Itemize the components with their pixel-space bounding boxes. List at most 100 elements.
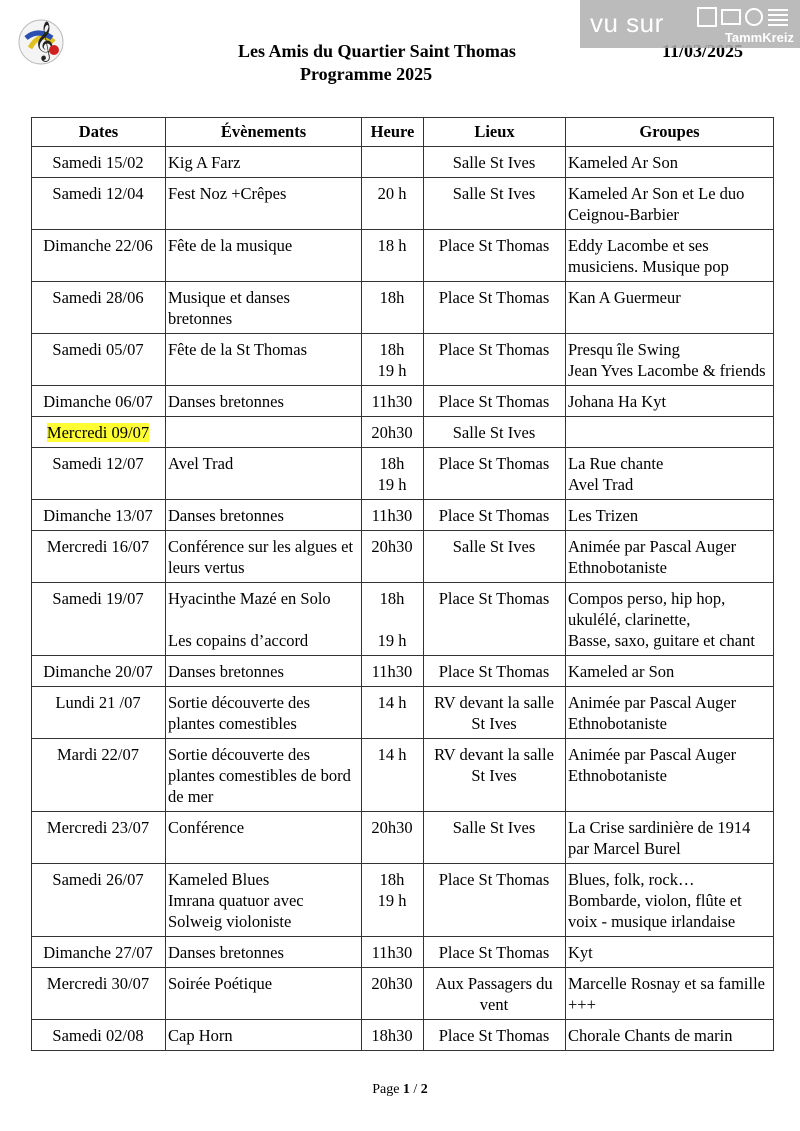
watermark-text: vu sur (590, 8, 664, 38)
event-hour: 18h 19 h (377, 589, 407, 650)
event-hour: 18h (379, 288, 405, 307)
event-date-cell: Mercredi 09/07 (31, 416, 166, 448)
table-row: Samedi 02/08 Cap Horn 18h30 Place St Thomas… (31, 1019, 774, 1051)
event-groups-cell: Kan A Guermeur (565, 281, 774, 334)
event-place-cell: RV devant la salle St Ives (423, 738, 566, 812)
event-place-cell: Place St Thomas (423, 1019, 566, 1051)
document-subtitle: Programme 2025 (300, 64, 433, 84)
event-groups-cell: La Rue chante Avel Trad (565, 447, 774, 500)
event-date-cell: Dimanche 06/07 (31, 385, 166, 417)
event-groups-cell: Johana Ha Kyt (565, 385, 774, 417)
event-date-cell: Samedi 12/07 (31, 447, 166, 500)
event-hour: 18h 19 h (377, 870, 407, 910)
event-place: Place St Thomas (438, 589, 550, 608)
column-header-dates: Dates (31, 117, 166, 147)
event-name: Conférence sur les algues et leurs vertu… (168, 537, 354, 577)
event-hour-cell: 18h 19 h (361, 863, 424, 937)
event-place-cell: Salle St Ives (423, 530, 566, 583)
event-hour-cell: 14 h (361, 686, 424, 739)
event-date: Samedi 12/07 (52, 454, 144, 473)
event-date-cell: Samedi 15/02 (31, 146, 166, 178)
event-name-cell: Soirée Poétique (165, 967, 362, 1020)
event-groups: Animée par Pascal Auger Ethnobotaniste (568, 745, 737, 785)
event-date-cell: Mardi 22/07 (31, 738, 166, 812)
event-hour-cell: 20h30 (361, 967, 424, 1020)
event-place-cell: Salle St Ives (423, 811, 566, 864)
event-place-cell: Place St Thomas (423, 333, 566, 386)
event-name: Sortie découverte des plantes comestible… (168, 693, 311, 733)
table-header-row: Dates Évènements Heure Lieux Groupes (31, 117, 774, 147)
column-header-groups: Groupes (565, 117, 774, 147)
page-footer: Page 1 / 2 (0, 1082, 800, 1098)
event-hour: 20h30 (371, 818, 413, 837)
page-total: 2 (420, 1082, 428, 1097)
association-logo: 𝄞 (12, 8, 70, 70)
programme-table: Dates Évènements Heure Lieux Groupes Sam… (31, 117, 774, 1051)
event-hour-cell: 20 h (361, 177, 424, 230)
event-name-cell: Danses bretonnes (165, 655, 362, 687)
event-place-cell: Salle St Ives (423, 416, 566, 448)
event-name-cell: Danses bretonnes (165, 385, 362, 417)
event-hour: 11h30 (371, 392, 413, 411)
event-date: Samedi 02/08 (52, 1026, 144, 1045)
event-name-cell: Sortie découverte des plantes comestible… (165, 686, 362, 739)
event-groups: Presqu île Swing Jean Yves Lacombe & fri… (568, 340, 766, 380)
event-hour-cell: 11h30 (361, 499, 424, 531)
event-groups: Marcelle Rosnay et sa famille +++ (568, 974, 766, 1014)
event-place-cell: RV devant la salle St Ives (423, 686, 566, 739)
event-place-cell: Place St Thomas (423, 385, 566, 417)
event-name: Sortie découverte des plantes comestible… (168, 745, 351, 806)
column-header-places: Lieux (423, 117, 566, 147)
event-place: Aux Passagers du vent (435, 974, 553, 1014)
event-name: Soirée Poétique (168, 974, 273, 993)
event-hour-cell: 20h30 (361, 530, 424, 583)
event-hour: 20h30 (371, 974, 413, 993)
event-place: RV devant la salle St Ives (434, 745, 554, 785)
event-place: Place St Thomas (438, 662, 550, 681)
event-name-cell: Musique et danses bretonnes (165, 281, 362, 334)
event-name-cell: Kig A Farz (165, 146, 362, 178)
event-groups: La Crise sardinière de 1914 par Marcel B… (568, 818, 751, 858)
event-date: Mardi 22/07 (56, 745, 140, 764)
event-name: Kig A Farz (168, 153, 241, 172)
page-label: Page (372, 1082, 403, 1097)
event-hour-cell (361, 146, 424, 178)
event-place: Salle St Ives (452, 537, 536, 556)
event-place: Salle St Ives (452, 153, 536, 172)
event-hour: 18h 19 h (377, 454, 407, 494)
event-hour-cell: 18 h (361, 229, 424, 282)
event-groups: Chorale Chants de marin (568, 1026, 733, 1045)
page-separator: / (409, 1082, 421, 1097)
event-date: Mercredi 16/07 (46, 537, 150, 556)
event-place-cell: Place St Thomas (423, 447, 566, 500)
event-name: Musique et danses bretonnes (168, 288, 290, 328)
event-name-cell: Hyacinthe Mazé en Solo Les copains d’acc… (165, 582, 362, 656)
column-header-hour: Heure (361, 117, 424, 147)
document-title: Les Amis du Quartier Saint Thomas (238, 41, 516, 61)
event-date-cell: Samedi 26/07 (31, 863, 166, 937)
event-name: Cap Horn (168, 1026, 233, 1045)
event-date-cell: Dimanche 27/07 (31, 936, 166, 968)
event-place: Place St Thomas (438, 288, 550, 307)
event-hour: 18h30 (371, 1026, 413, 1045)
event-name: Avel Trad (168, 454, 234, 473)
event-place-cell: Place St Thomas (423, 281, 566, 334)
event-groups: Kameled Ar Son (568, 153, 678, 172)
event-date-cell: Mercredi 23/07 (31, 811, 166, 864)
event-groups-cell: Presqu île Swing Jean Yves Lacombe & fri… (565, 333, 774, 386)
event-place: Place St Thomas (438, 340, 550, 359)
watermark-banner[interactable]: vu sur TammKreiz (580, 0, 800, 48)
event-date: Lundi 21 /07 (55, 693, 141, 712)
event-place: Place St Thomas (438, 392, 550, 411)
event-place: Place St Thomas (438, 454, 550, 473)
event-name-cell: Fête de la St Thomas (165, 333, 362, 386)
event-hour-cell: 11h30 (361, 655, 424, 687)
event-date-cell: Dimanche 13/07 (31, 499, 166, 531)
